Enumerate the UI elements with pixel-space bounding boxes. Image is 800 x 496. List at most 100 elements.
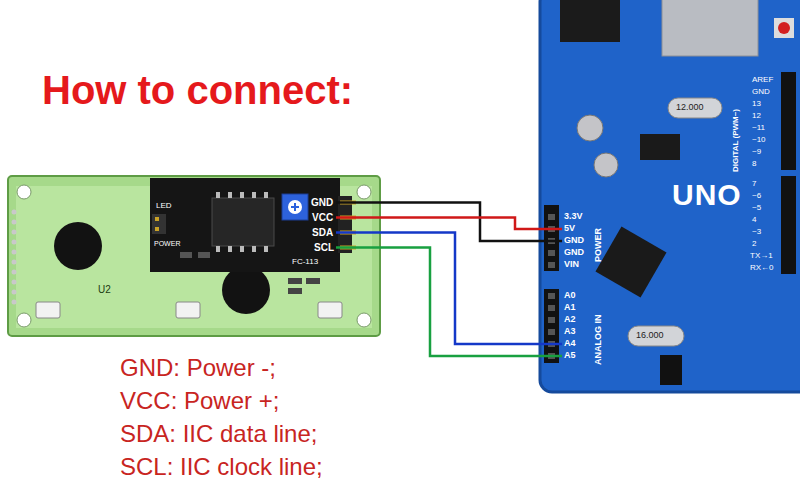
arduino-uno-board <box>660 355 682 385</box>
lcd-board <box>12 270 17 275</box>
i2c-backpack-board <box>216 192 220 198</box>
pin-name: 5V <box>564 224 580 234</box>
arduino-uno-board <box>560 0 620 42</box>
i2c-backpack-board <box>228 246 232 252</box>
pin-name: A0 <box>564 291 576 301</box>
arduino-uno-board <box>668 98 722 118</box>
arduino-uno-board <box>548 262 555 268</box>
i2c-backpack-board <box>282 194 308 220</box>
pin-description: SCL: IIC clock line; <box>120 454 323 480</box>
i2c-backpack-board <box>228 192 232 198</box>
pin-name: A4 <box>564 339 580 349</box>
lcd-board <box>12 240 17 245</box>
pin-name: GND <box>311 197 338 208</box>
lcd-board <box>288 288 302 294</box>
i2c-backpack-board <box>198 252 210 258</box>
i2c-backpack-board <box>240 246 244 252</box>
pin-name: 13 <box>752 100 761 109</box>
lcd-board <box>36 302 60 318</box>
pin-name: GND <box>564 248 584 258</box>
diagram-title: How to connect: <box>42 68 353 112</box>
arduino-uno-board <box>640 134 680 160</box>
arduino-uno-board <box>595 226 666 297</box>
arduino-uno-board <box>544 205 559 271</box>
arduino-uno-board <box>548 317 555 323</box>
crystal-value: 16.000 <box>636 331 664 341</box>
lcd-board <box>8 176 380 336</box>
i2c-backpack-board <box>291 203 299 211</box>
pin-name: SDA <box>312 227 338 238</box>
arduino-uno-board <box>781 176 796 274</box>
pin-name: A5 <box>564 351 580 361</box>
crystal-value: 12.000 <box>676 103 704 113</box>
pin-label-box: SCL <box>312 241 336 254</box>
lcd-board <box>222 266 270 314</box>
pin-name: VCC <box>312 212 338 223</box>
backpack-pin-header <box>338 196 356 253</box>
pin-name: ~5 <box>752 204 761 213</box>
pin-name: AREF <box>752 76 773 85</box>
i2c-backpack-board <box>240 192 244 198</box>
pin-name: SCL <box>314 242 338 253</box>
pin-description: VCC: Power +; <box>120 388 279 414</box>
pin-name: 3.3V <box>564 212 583 222</box>
jumper-wire <box>336 233 562 345</box>
arduino-uno-board <box>594 153 618 177</box>
pin-name: GND <box>752 88 770 97</box>
i2c-backpack-board <box>288 200 302 214</box>
lcd-board <box>12 280 17 285</box>
pin-description: SDA: IIC data line; <box>120 421 317 447</box>
pin-name: 2 <box>752 240 756 249</box>
pin-name: ~9 <box>752 148 761 157</box>
lcd-board <box>12 210 17 215</box>
header-name: DIGITAL (PWM~) <box>732 109 741 172</box>
lcd-board <box>306 278 320 284</box>
pin-name: 8 <box>752 160 756 169</box>
pin-name: RX←0 <box>750 264 774 273</box>
i2c-backpack-board <box>180 252 192 258</box>
i2c-backpack-board <box>264 192 268 198</box>
pin-name: ~3 <box>752 228 761 237</box>
lcd-board <box>176 302 200 318</box>
pin-label-box: GND <box>309 196 336 209</box>
lcd-board <box>12 250 17 255</box>
lcd-board <box>12 290 17 295</box>
i2c-backpack-board <box>252 246 256 252</box>
pin-name: 12 <box>752 112 761 121</box>
pin-name: 7 <box>752 180 756 189</box>
lcd-board <box>54 222 102 270</box>
i2c-backpack-board <box>252 192 256 198</box>
pin-name: ~10 <box>752 136 766 145</box>
header-pin-box: A5 <box>562 350 578 362</box>
arduino-uno-board <box>774 18 794 38</box>
arduino-uno-board <box>548 305 555 311</box>
pin-name: VIN <box>564 260 579 270</box>
arduino-uno-board <box>662 0 758 56</box>
lcd-board <box>357 313 371 327</box>
jumper-wire <box>336 248 562 357</box>
backpack-pin-header <box>338 196 352 253</box>
lcd-board <box>17 185 31 199</box>
pin-label-box: VCC <box>310 211 336 224</box>
lcd-board <box>12 220 17 225</box>
pin-label-box: SDA <box>310 226 336 239</box>
pin-name: TX→1 <box>750 252 773 261</box>
arduino-uno-board <box>781 72 796 170</box>
pin-name: ~6 <box>752 192 761 201</box>
lcd-board <box>288 278 302 284</box>
arduino-uno-board <box>540 0 800 392</box>
i2c-backpack-board <box>150 178 340 272</box>
pin-name: A2 <box>564 315 576 325</box>
lcd-board <box>357 185 371 199</box>
arduino-uno-board <box>544 289 559 363</box>
i2c-backpack-board <box>212 198 274 246</box>
arduino-uno-board <box>548 329 555 335</box>
board-name: UNO <box>672 178 742 211</box>
i2c-backpack-board <box>155 217 159 221</box>
arduino-uno-board <box>548 250 555 256</box>
lcd-board <box>12 300 17 305</box>
header-pin-box: GND <box>562 235 586 247</box>
lcd-board <box>12 260 17 265</box>
header-name: ANALOG IN <box>594 315 604 366</box>
i2c-backpack-board <box>150 178 340 272</box>
